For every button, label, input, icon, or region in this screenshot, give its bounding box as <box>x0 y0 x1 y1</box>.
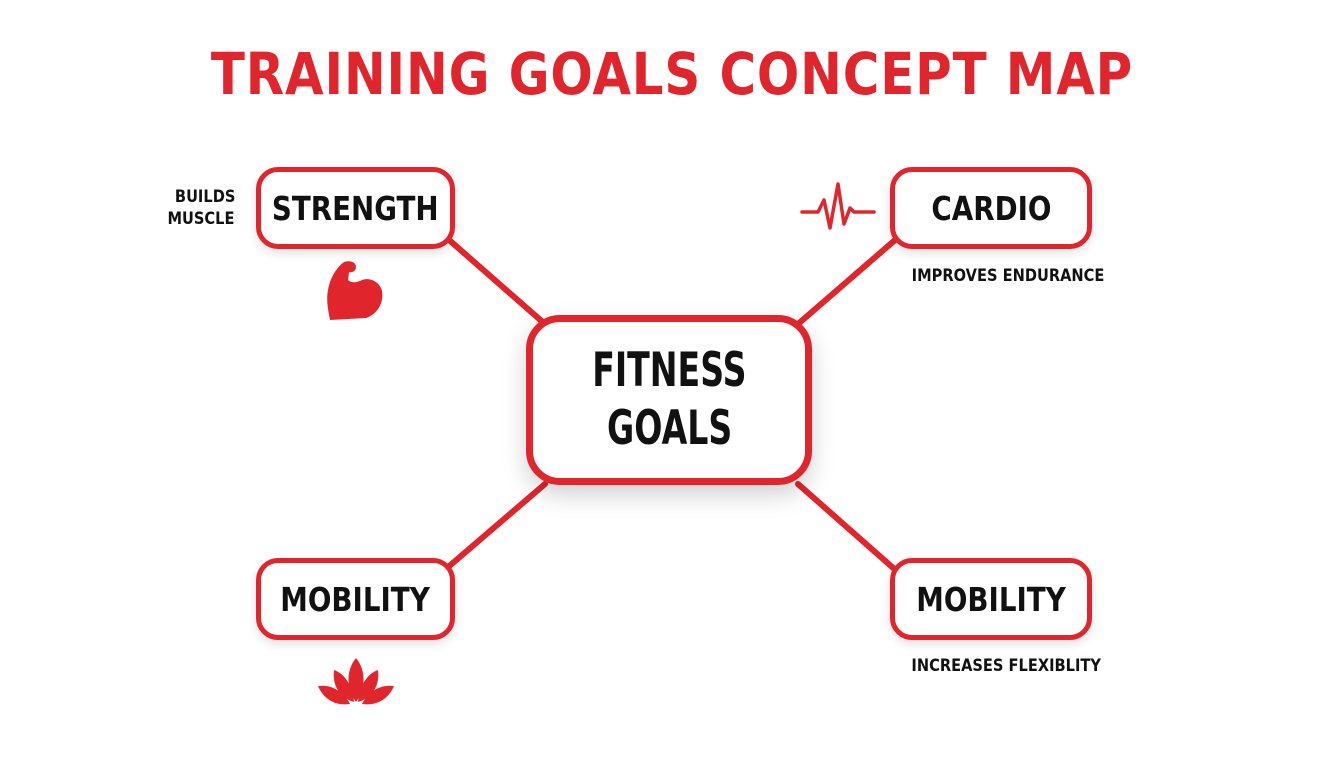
connector-mobility-right <box>795 481 903 577</box>
flexed-arm-icon <box>327 261 383 320</box>
node-strength: STRENGTH <box>256 167 455 249</box>
node-strength-label: STRENGTH <box>272 188 439 228</box>
lotus-icon <box>318 658 394 705</box>
node-mobility-left-label: MOBILITY <box>280 579 431 619</box>
center-node-line2: GOALS <box>606 401 732 456</box>
node-mobility-left: MOBILITY <box>256 558 455 640</box>
cardio-note: IMPROVES ENDURANCE <box>896 265 1120 287</box>
center-node-line1: FITNESS <box>591 343 747 398</box>
connector-cardio <box>795 231 905 327</box>
node-cardio-label: CARDIO <box>930 188 1052 228</box>
strength-note: BUILDS MUSCLE <box>160 186 240 230</box>
strength-note-line2: MUSCLE <box>167 209 235 229</box>
node-mobility-right-label: MOBILITY <box>916 579 1066 619</box>
connector-strength <box>437 229 548 327</box>
heartbeat-icon <box>800 182 876 230</box>
center-node-fitness-goals: FITNESS GOALS <box>526 315 812 485</box>
connector-mobility-left <box>437 481 548 577</box>
mobility-right-note-text: INCREASES FLEXIBLITY <box>911 656 1101 676</box>
cardio-note-text: IMPROVES ENDURANCE <box>911 266 1105 286</box>
strength-note-line1: BUILDS <box>174 187 236 207</box>
mobility-right-note: INCREASES FLEXIBLITY <box>896 655 1116 677</box>
node-cardio: CARDIO <box>890 167 1092 249</box>
map-title: TRAINING GOALS CONCEPT MAP <box>210 40 1134 108</box>
node-mobility-right: MOBILITY <box>890 558 1092 640</box>
